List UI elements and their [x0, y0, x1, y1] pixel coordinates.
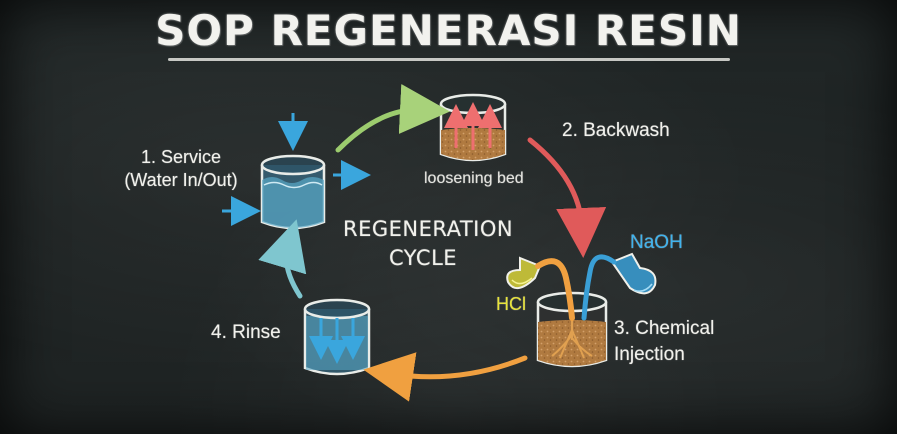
service-tank: [260, 154, 326, 230]
arrow-service-to-backwash: [335, 84, 450, 153]
cycle-line-1: REGENERATION: [343, 217, 514, 241]
rinse-tank: [303, 298, 371, 376]
backwash-tank: [439, 93, 507, 162]
arrow-backwash-to-chemical: [527, 137, 607, 258]
step-rinse-label: 4. Rinse: [211, 322, 281, 343]
hcl-label: HCl: [496, 294, 526, 314]
step-chemical-label: 3. Chemical Injection: [614, 316, 714, 368]
hcl-stream: [535, 258, 575, 321]
step-service-label: 1. Service (Water In/Out): [108, 146, 254, 192]
cycle-center-label: REGENERATION CYCLE: [343, 215, 514, 273]
naoh-label: NaOH: [630, 232, 683, 253]
title-underline: [168, 58, 730, 61]
hcl-flask-icon: [506, 256, 542, 289]
page-title: SOP REGENERASI RESIN: [155, 6, 742, 55]
arrow-rinse-to-service: [258, 219, 307, 299]
cycle-line-2: CYCLE: [388, 246, 458, 270]
naoh-flask-icon: [610, 252, 657, 295]
step-backwash-label: 2. Backwash: [562, 120, 670, 141]
backwash-note: loosening bed: [424, 170, 524, 187]
step-chemical-line-1: 3. Chemical: [614, 318, 715, 339]
step-chemical-line-2: Injection: [614, 344, 685, 365]
arrow-chemical-to-rinse: [363, 352, 528, 402]
step-service-subtitle: (Water In/Out): [124, 170, 238, 190]
service-water-arrows: [222, 113, 371, 226]
step-service-title: 1. Service: [140, 147, 222, 167]
